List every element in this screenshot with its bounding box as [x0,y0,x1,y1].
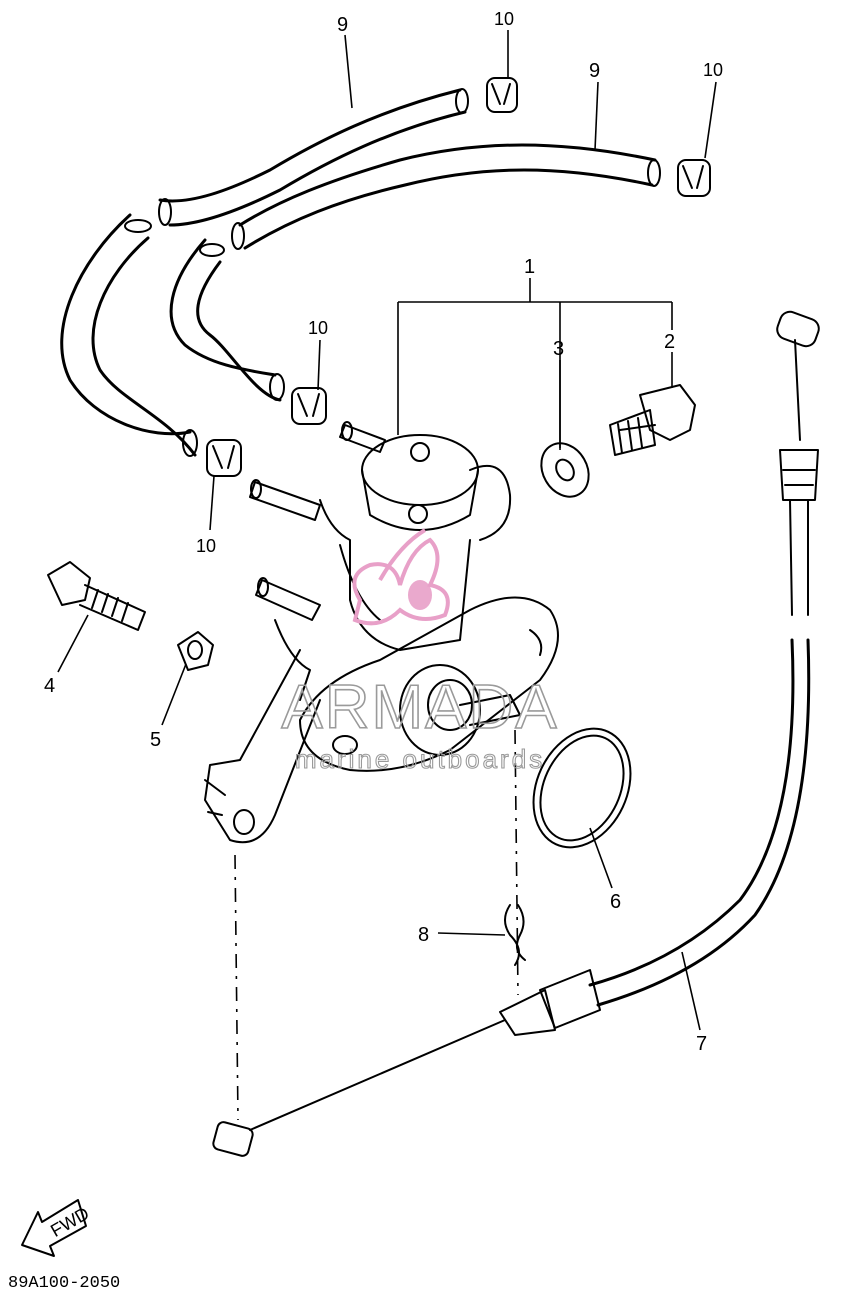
hose-left-inner [169,238,285,402]
callout-10c: 10 [308,318,328,338]
alignment-lines [234,729,519,1121]
hose-clamp-1 [486,77,518,113]
callout-9a: 9 [337,14,348,36]
watermark-brand: ARMADA [281,673,558,742]
hose-upper [158,88,469,227]
fwd-arrow-icon: FWD [21,1199,93,1257]
callout-10a: 10 [494,9,514,29]
callout-4: 4 [44,675,55,697]
bolt-4 [47,561,146,631]
callout-2: 2 [664,331,675,353]
hose-clamp-4 [206,439,242,477]
watermark: ARMADA marine outboards [281,528,558,775]
callout-5: 5 [150,729,161,751]
drawing-code: 89A100-2050 [8,1274,120,1293]
callout-labels: 1 2 3 4 5 6 7 8 9 9 10 10 10 10 [44,9,723,1055]
bolt-2 [609,384,696,456]
washer-3 [540,442,590,498]
o-ring-6 [532,727,632,849]
washer-5 [177,631,214,671]
hose-clamp-2 [677,159,711,197]
watermark-logo-icon [352,528,450,626]
watermark-tagline: marine outboards [295,744,545,774]
callout-10b: 10 [703,60,723,80]
callout-7: 7 [696,1033,707,1055]
hose-left-outer [60,213,198,457]
leader-lines [57,30,717,1031]
hose-lower [231,143,661,250]
hose-clamp-3 [291,387,327,425]
callout-6: 6 [610,891,621,913]
control-cable-7 [212,310,820,1157]
clip-8 [504,904,526,966]
callout-9b: 9 [589,60,600,82]
callout-10d: 10 [196,536,216,556]
callout-8: 8 [418,924,429,946]
callout-1: 1 [524,256,535,278]
oil-pump-body [204,421,559,844]
callout-3: 3 [553,338,564,360]
